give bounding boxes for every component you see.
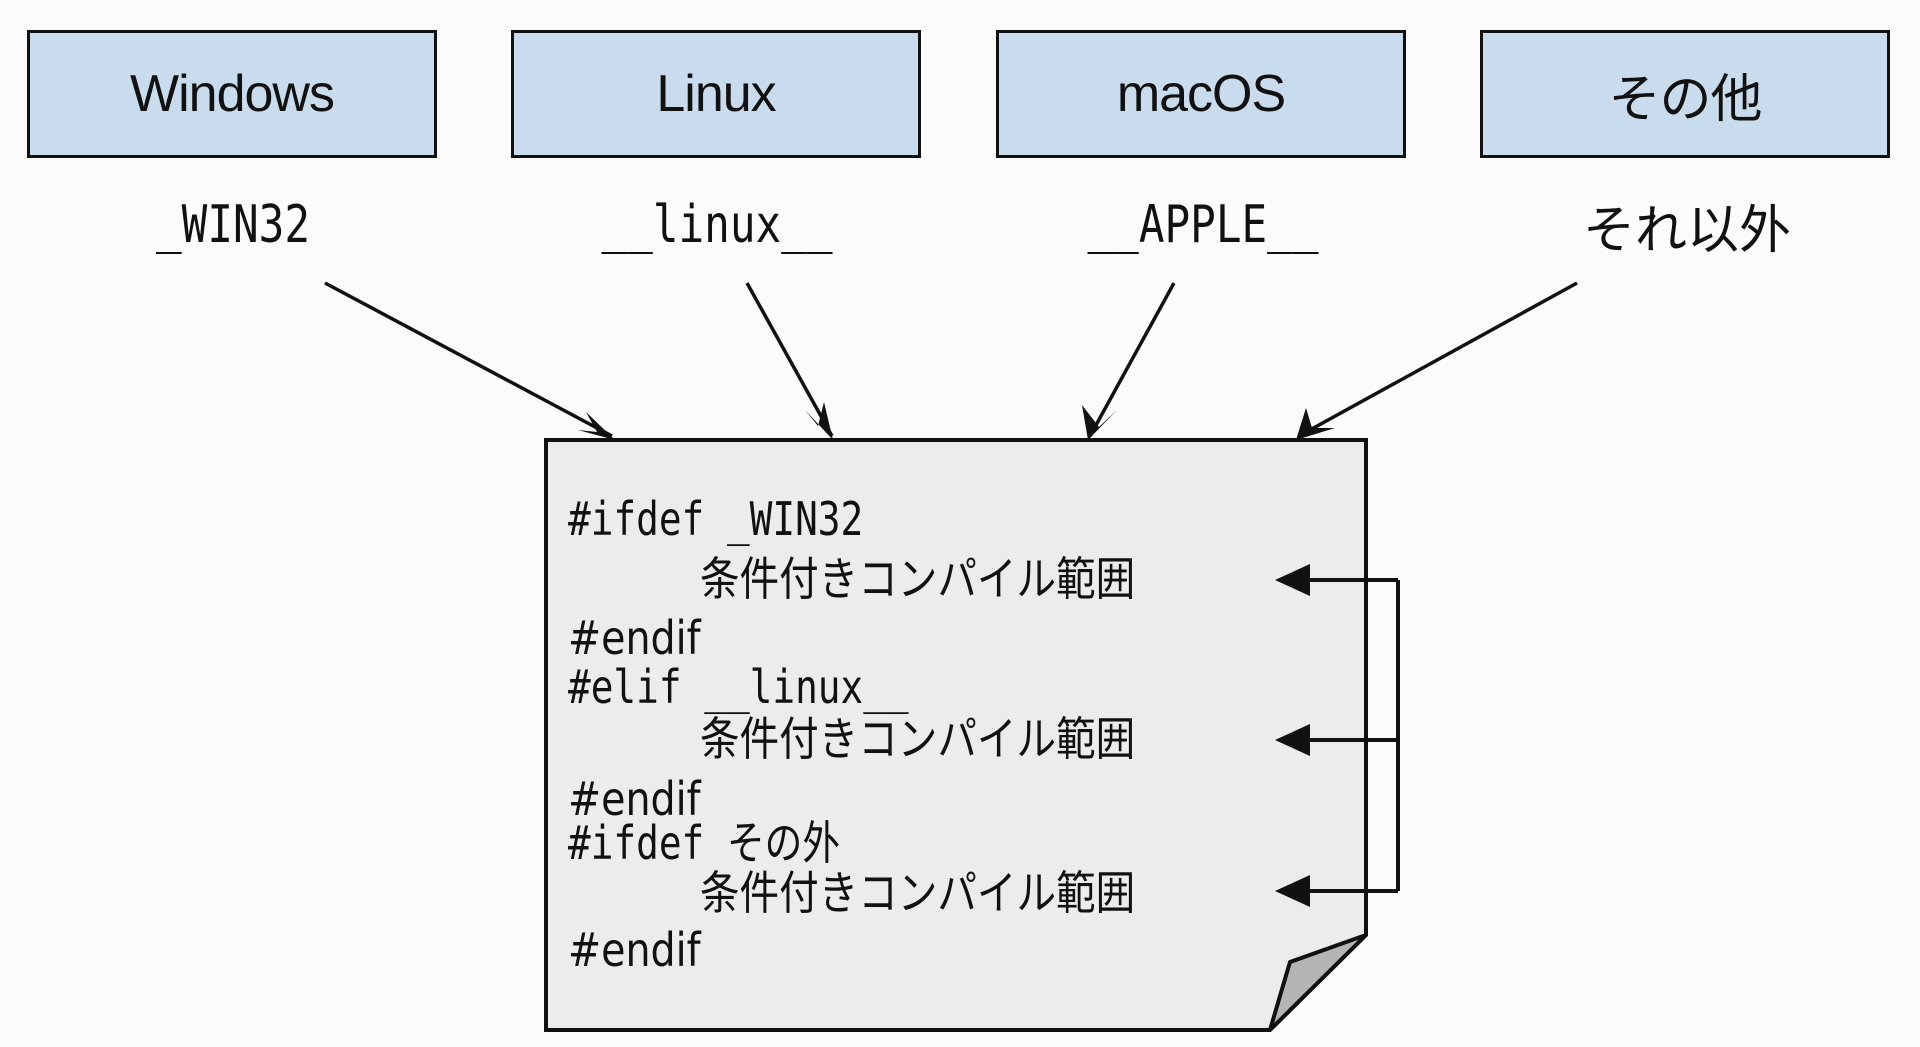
platform-box-linux: Linux bbox=[511, 30, 921, 158]
platform-name: Linux bbox=[656, 65, 776, 123]
code-line-body-2: 条件付きコンパイル範囲 bbox=[700, 712, 1136, 766]
arrowhead-apple bbox=[1082, 405, 1117, 440]
document-fold-icon bbox=[1268, 933, 1368, 1032]
platform-box-windows: Windows bbox=[27, 30, 437, 158]
code-line-body-3: 条件付きコンパイル範囲 bbox=[700, 866, 1136, 920]
arrowhead-left-2 bbox=[1275, 724, 1310, 756]
arrow-win32 bbox=[324, 281, 613, 438]
platform-name: その他 bbox=[1608, 70, 1762, 129]
arrowhead-left-1 bbox=[1275, 564, 1310, 596]
arrow-apple bbox=[1088, 282, 1176, 437]
arrowhead-win32 bbox=[578, 412, 615, 440]
platform-box-other: その他 bbox=[1480, 30, 1890, 158]
arrowhead-left-3 bbox=[1275, 875, 1310, 907]
code-line-endif-2: #endif bbox=[568, 772, 701, 826]
arrow-linux bbox=[745, 282, 834, 437]
platform-name: macOS bbox=[1116, 65, 1286, 123]
code-line-body-1: 条件付きコンパイル範囲 bbox=[700, 552, 1136, 606]
macro-label-win32: _WIN32 bbox=[155, 195, 311, 255]
code-line-ifdef-other: #ifdef その外 bbox=[568, 816, 841, 870]
macro-label-apple: __APPLE__ bbox=[1087, 195, 1319, 255]
code-line-ifdef-win32: #ifdef _WIN32 bbox=[568, 492, 864, 546]
macro-label-linux: __linux__ bbox=[601, 195, 833, 255]
arrowhead-linux bbox=[805, 402, 833, 440]
macro-label-other: それ以外 bbox=[1582, 200, 1791, 261]
code-line-endif-3: #endif bbox=[568, 923, 701, 977]
code-line-endif-1: #endif bbox=[568, 611, 701, 665]
platform-name: Windows bbox=[130, 65, 335, 123]
arrow-other bbox=[1298, 281, 1578, 438]
code-line-elif-linux: #elif __linux__ bbox=[568, 660, 909, 714]
arrowhead-other bbox=[1296, 408, 1335, 440]
platform-box-macos: macOS bbox=[996, 30, 1406, 158]
